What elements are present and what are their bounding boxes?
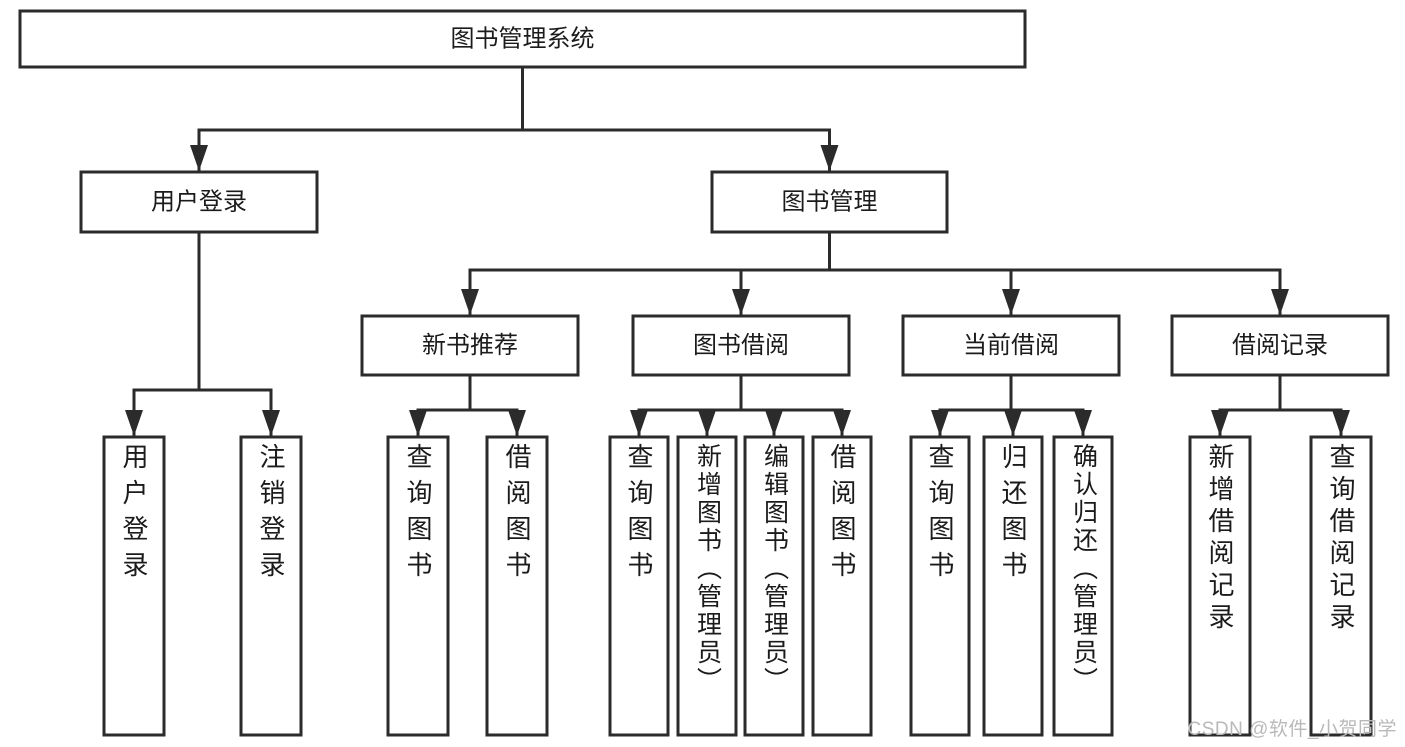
leaf-node-leaf-user-login[interactable] [102, 435, 166, 737]
leaf-node-leaf-add-book-admin[interactable] [676, 435, 738, 737]
arrow-head-icon-book-borrow [732, 289, 750, 315]
leaf-node-leaf-query-book-current[interactable] [909, 435, 971, 737]
leaf-node-leaf-borrow-book[interactable] [811, 435, 873, 737]
level2-node-borrow-record[interactable] [1170, 314, 1390, 377]
leaf-node-leaf-query-book-borrow[interactable] [608, 435, 670, 737]
arrow-head-icon-leaf-return-book [1004, 410, 1022, 436]
arrow-head-icon-leaf-query-borrow-record [1332, 410, 1350, 436]
node-label-current-borrow: 当前借阅 [963, 332, 1059, 359]
level2-node-book-borrow[interactable] [631, 314, 851, 377]
arrow-head-icon-leaf-borrow-book-rec [508, 410, 526, 436]
leaf-node-leaf-confirm-return-admin[interactable] [1052, 435, 1114, 737]
level2-node-current-borrow[interactable] [901, 314, 1121, 377]
level1-node-user-login[interactable] [79, 170, 319, 234]
leaf-node-leaf-edit-book-admin[interactable] [743, 435, 805, 737]
arrow-head-icon-book-manage [820, 145, 839, 171]
connector-lines-group [125, 65, 1350, 437]
leaf-node-leaf-query-borrow-record[interactable] [1309, 435, 1373, 737]
leaf-node-leaf-logout[interactable] [239, 435, 303, 737]
arrow-head-icon-leaf-borrow-book [833, 410, 851, 436]
watermark-text: CSDN @软件_小贺同学 [1187, 719, 1397, 740]
node-label-new-book-recommend: 新书推荐 [422, 332, 518, 359]
level1-node-book-manage[interactable] [710, 170, 949, 234]
root-node-root[interactable] [18, 9, 1027, 69]
leaf-node-leaf-query-book-rec[interactable] [386, 435, 450, 737]
node-label-user-login: 用户登录 [151, 188, 247, 215]
arrow-head-icon-leaf-user-login [125, 410, 143, 436]
level2-node-new-book-recommend[interactable] [360, 314, 580, 377]
node-label-book-borrow: 图书借阅 [693, 332, 789, 359]
arrow-head-icon-leaf-logout [262, 410, 280, 436]
arrow-head-icon-leaf-confirm-return-admin [1074, 410, 1092, 436]
arrow-head-icon-leaf-query-book-current [931, 410, 949, 436]
node-label-borrow-record: 借阅记录 [1232, 332, 1328, 359]
leaf-node-leaf-add-borrow-record[interactable] [1188, 435, 1252, 737]
leaf-node-leaf-return-book[interactable] [982, 435, 1044, 737]
arrow-head-icon-leaf-query-book-rec [409, 410, 427, 436]
arrow-head-icon-leaf-add-borrow-record [1211, 410, 1229, 436]
arrow-head-icon-current-borrow [1002, 289, 1020, 315]
node-boxes-group [18, 9, 1390, 737]
node-label-root: 图书管理系统 [451, 25, 595, 52]
arrow-head-icon-leaf-edit-book-admin [765, 410, 783, 436]
arrow-head-icon-new-book-recommend [461, 289, 479, 315]
arrow-head-icon-leaf-query-book-borrow [630, 410, 648, 436]
arrow-head-icon-leaf-add-book-admin [698, 410, 716, 436]
arrow-head-icon-borrow-record [1271, 289, 1289, 315]
node-label-book-manage: 图书管理 [782, 188, 878, 215]
arrow-head-icon-user-login [190, 145, 208, 171]
leaf-node-leaf-borrow-book-rec[interactable] [485, 435, 549, 737]
